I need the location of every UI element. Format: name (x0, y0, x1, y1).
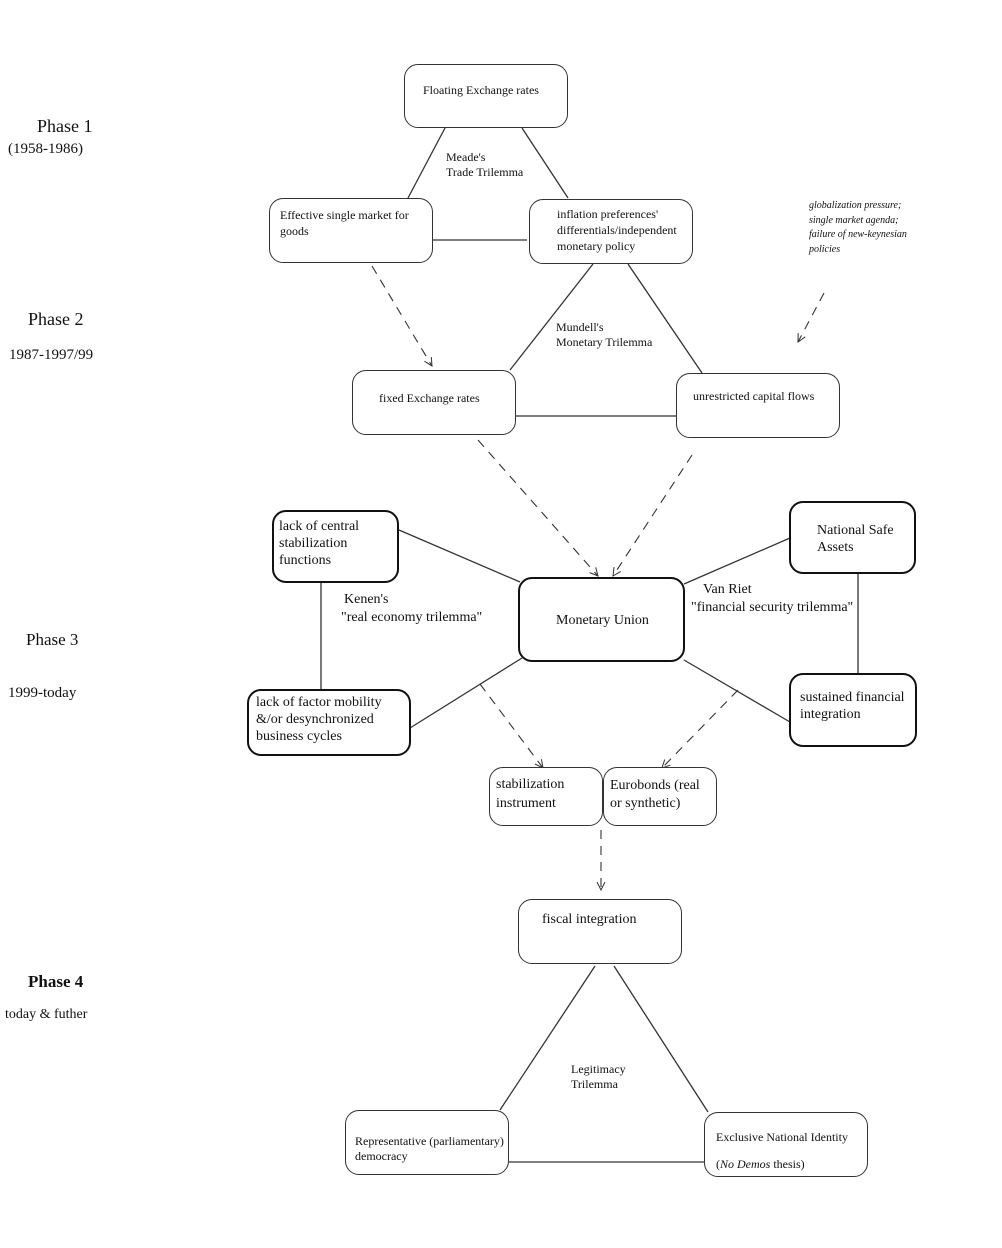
node-lack-factor-mobility: lack of factor mobility &/or desynchroni… (247, 689, 411, 756)
arrow-fixed-mu (477, 439, 598, 576)
phase-3-period: 1999-today (8, 685, 77, 701)
phase-3-title: Phase 3 (26, 630, 79, 649)
node-sustained-financial-integration: sustained financial integration (789, 673, 917, 747)
edge-floating-inflation (521, 127, 569, 199)
vanriet-trilemma-label: Van Riet"financial security trilemma" (691, 582, 854, 615)
edge-factor-mu (409, 657, 523, 729)
phase-1-title: Phase 1 (37, 116, 93, 136)
arrow-mu-eurobonds (662, 689, 739, 768)
node-inflation-preferences: inflation preferences' differentials/ind… (529, 199, 693, 264)
kenen-trilemma-label: Kenen's"real economy trilemma" (341, 592, 483, 625)
node-single-market: Effective single market for goods (269, 198, 433, 263)
node-lack-central-stabilization: lack of central stabilization functions (272, 510, 399, 583)
node-unrestricted-capital-flows: unrestricted capital flows (676, 373, 840, 438)
phase-4-period: today & futher (5, 1007, 88, 1022)
edge-safeassets-mu (683, 537, 791, 585)
phase-2-period: 1987-1997/99 (9, 347, 94, 363)
node-stabilization-instrument: stabilization instrument (489, 767, 603, 826)
edge-fiscal-democracy (499, 965, 596, 1111)
node-floating-exchange-rates: Floating Exchange rates (404, 64, 568, 128)
edge-inflation-fixed (509, 263, 594, 371)
edge-floating-singlemarket (407, 127, 446, 199)
phase-4-title: Phase 4 (28, 972, 84, 991)
phase-1-period: (1958-1986) (8, 141, 83, 157)
edge-centralstab-mu (398, 529, 521, 583)
globalization-note: globalization pressure;single market age… (809, 200, 907, 255)
arrow-capital-mu (613, 454, 693, 576)
phase-2-title: Phase 2 (28, 309, 84, 329)
arrow-singlemarket-fixed (371, 265, 432, 366)
arrow-mu-stabinstrument (479, 683, 543, 768)
edge-inflation-capital (627, 263, 703, 374)
node-fiscal-integration: fiscal integration (518, 899, 682, 964)
node-monetary-union: Monetary Union (518, 577, 685, 662)
node-national-safe-assets: National Safe Assets (789, 501, 916, 574)
node-eurobonds: Eurobonds (real or synthetic) (603, 767, 717, 826)
node-exclusive-national-identity: Exclusive National Identity (No Demos th… (704, 1112, 868, 1177)
arrow-note-capital (798, 292, 825, 342)
node-fixed-exchange-rates: fixed Exchange rates (352, 370, 516, 435)
edge-fiscal-identity (613, 965, 709, 1113)
node-representative-democracy: Representative (parliamentary) democracy (345, 1110, 509, 1175)
